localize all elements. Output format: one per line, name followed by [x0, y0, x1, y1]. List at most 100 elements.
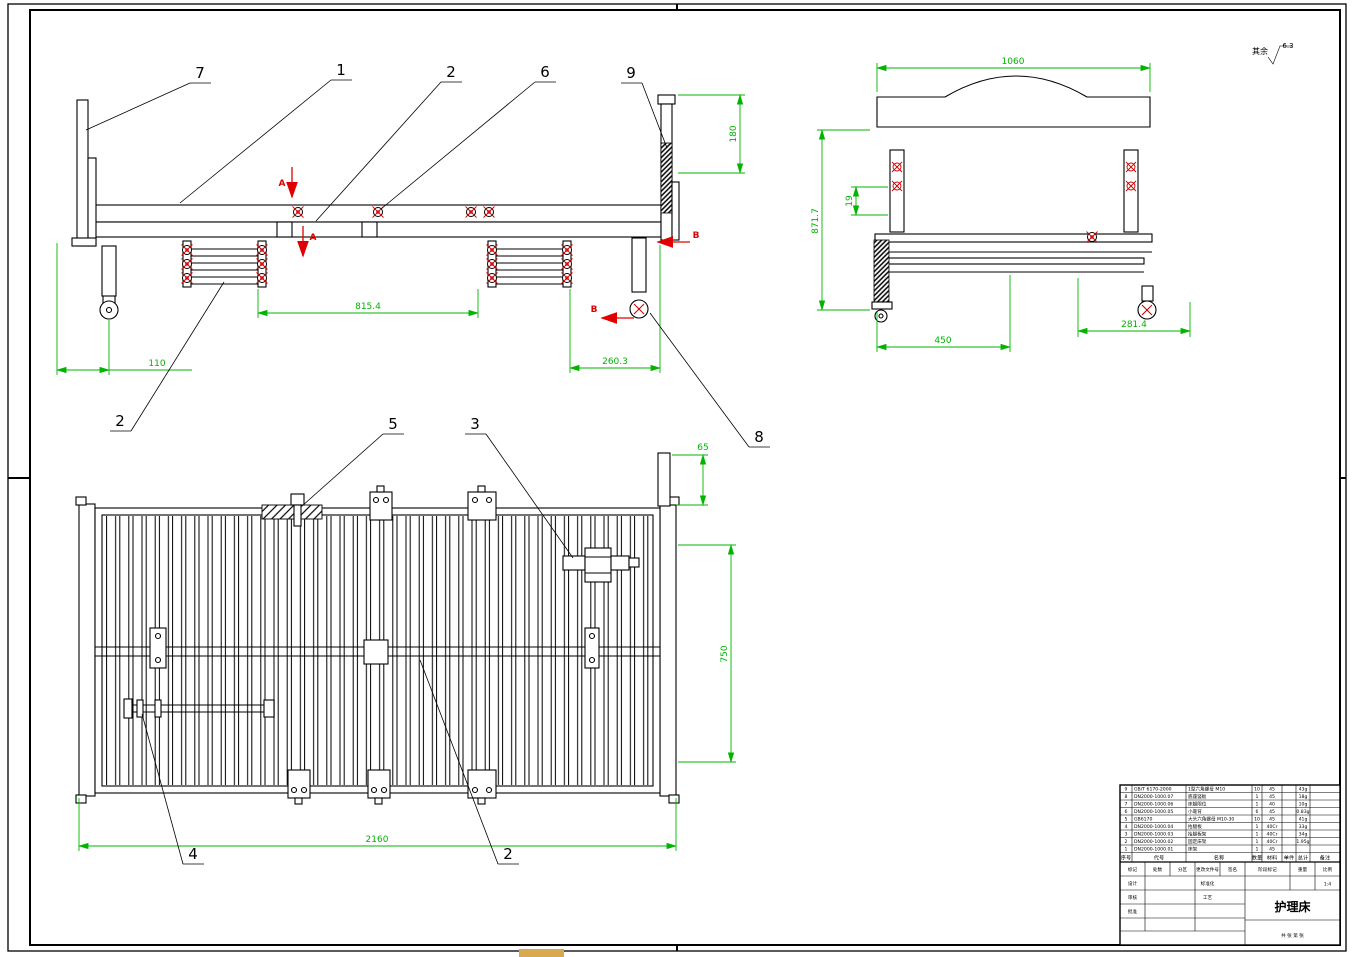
rail-bolt	[483, 206, 495, 218]
end-view: 1060 871.7 19 450 281.4	[811, 57, 1192, 352]
bottom-highlight-bar	[519, 949, 564, 957]
bom-cell: 10	[1254, 786, 1260, 792]
sheet-note: 共 张 第 张	[1281, 932, 1304, 939]
top-bolt-bracket	[369, 485, 393, 521]
bottom-bolt-bracket	[287, 769, 311, 805]
bom-cell: 45	[1269, 809, 1275, 815]
bom-cell: 9	[1125, 786, 1128, 792]
callout-4: 4	[188, 845, 198, 863]
plan-view-dimensions: 2160 750 65	[77, 443, 736, 851]
label-sign: 签名	[1228, 866, 1237, 873]
plan-view-callouts: 5 3 4 2	[141, 415, 574, 865]
dim-1060: 1060	[1002, 57, 1025, 67]
surface-roughness-note: 其余 6.3	[1252, 42, 1294, 65]
callout-5: 5	[388, 415, 398, 433]
bom-cell: 6	[1125, 809, 1128, 815]
bom-cell: 2	[1125, 839, 1128, 845]
dim-180: 180	[729, 125, 739, 142]
label-weight: 重量	[1298, 866, 1308, 873]
label-design: 设计	[1128, 880, 1138, 887]
bom-cell: 大头六角螺母 M10-30	[1188, 815, 1234, 822]
left-linkage	[181, 240, 268, 288]
bom-cell: 4	[1125, 824, 1128, 830]
scale-value: 1:4	[1324, 882, 1331, 888]
plan-left-rail	[78, 503, 96, 797]
bom-cell: 1.95g	[1296, 839, 1309, 845]
callout-1: 1	[336, 61, 346, 79]
left-post-foot	[71, 237, 97, 247]
bom-cell: 10	[1254, 816, 1260, 822]
side-view: A A B B 110 815.4 260.3 180 7	[55, 61, 770, 448]
surface-note-label: 其余	[1252, 46, 1268, 56]
dim-110: 110	[148, 359, 165, 369]
dim-815: 815.4	[355, 302, 381, 312]
bom-cell: 18g	[1299, 794, 1308, 800]
rail-bolt	[292, 206, 304, 218]
label-standardize: 标准化	[1201, 880, 1215, 887]
bom-cell: 45	[1269, 846, 1275, 852]
side-bottom-rail	[94, 221, 662, 238]
bom-cell: 床架	[1188, 845, 1198, 852]
bom-cell: 1	[1256, 801, 1259, 807]
left-post-plate	[87, 157, 97, 247]
callout-6: 6	[540, 63, 550, 81]
bom-cell: 43g	[1299, 786, 1308, 792]
label-change-doc: 更改文件号	[1196, 866, 1219, 873]
bom-cell: 1	[1256, 839, 1259, 845]
callout-3: 3	[470, 415, 480, 433]
callout-2: 2	[115, 412, 125, 430]
bom-header: 材料	[1267, 854, 1277, 862]
left-hinge-bracket	[149, 627, 167, 669]
dim-19: 19	[845, 195, 855, 207]
adjust-rod	[123, 698, 275, 719]
clamp-fitting	[261, 493, 323, 527]
bom-cell: 1	[1256, 824, 1259, 830]
top-bolt-bracket	[467, 485, 497, 521]
bom-cell: DN2000-1000.06	[1134, 801, 1173, 807]
bom-cell: 8	[1125, 794, 1128, 800]
bom-header: 总计	[1298, 854, 1308, 862]
bom-cell: 40Cr	[1267, 831, 1278, 837]
right-post-plate	[671, 181, 680, 241]
callout-8: 8	[754, 428, 764, 446]
bom-cell: 抬腿板架	[1188, 830, 1207, 837]
bom-header: 备注	[1320, 854, 1330, 862]
bom-cell: DN2000-1000.02	[1134, 839, 1173, 845]
bom-cell: 抬腿板	[1188, 823, 1202, 830]
bom-header: 序号	[1121, 854, 1131, 862]
bom-cell: 7	[1125, 801, 1128, 807]
bom-cell: 41g	[1299, 816, 1308, 822]
end-frame-rail	[874, 233, 1153, 243]
bom-cell: 40Cr	[1267, 824, 1278, 830]
bom-cell: 33g	[1299, 824, 1308, 830]
callout-2: 2	[446, 63, 456, 81]
end-lower-rail	[885, 257, 1145, 265]
left-leg	[101, 245, 117, 297]
label-scale: 比例	[1323, 866, 1333, 873]
dim-281: 281.4	[1121, 320, 1147, 330]
slider-bracket	[361, 221, 378, 238]
dim-871: 871.7	[811, 208, 821, 234]
bom-cell: 6	[1256, 809, 1259, 815]
bom-header: 代号	[1154, 854, 1164, 862]
bom-cell: GB/T 6170-2000	[1134, 786, 1172, 792]
bom-cell: 1	[1125, 846, 1128, 852]
sheet-border	[7, 3, 1347, 952]
bom-cell: DN2000-1000.01	[1134, 846, 1173, 852]
bom-cell: 床腿限位	[1188, 800, 1207, 807]
section-label-a: A	[279, 179, 286, 189]
drawing-title: 护理床	[1274, 899, 1311, 914]
dim-260: 260.3	[602, 357, 628, 367]
bom-cell: 1	[1256, 831, 1259, 837]
right-post-section-hatch	[660, 142, 673, 214]
bom-header: 名称	[1214, 854, 1224, 862]
bom-header: 数量	[1252, 854, 1262, 862]
dim-2160: 2160	[366, 835, 389, 845]
bom-cell: 34g	[1299, 831, 1308, 837]
label-craft: 工艺	[1203, 895, 1213, 901]
callout-9: 9	[626, 64, 636, 82]
end-view-dimensions: 1060 871.7 19 450 281.4	[811, 57, 1192, 352]
bom-cell: DN2000-1000.04	[1134, 824, 1173, 830]
